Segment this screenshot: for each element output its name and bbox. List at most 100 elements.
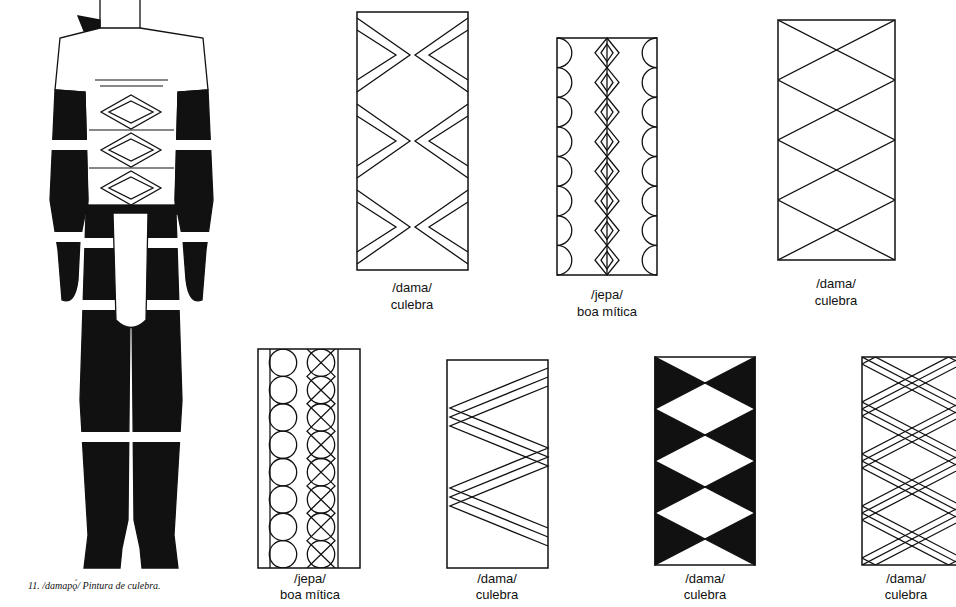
- pattern-label: /dama/: [886, 571, 926, 586]
- left-arm: [50, 90, 88, 301]
- chevron: [415, 190, 468, 264]
- chevron: [415, 18, 468, 92]
- arm-band: [46, 140, 90, 150]
- figure-caption: 11. /damapǫ́/ Pintura de culebra.: [28, 580, 161, 592]
- pattern-frame: [357, 12, 468, 270]
- chevron: [429, 202, 468, 252]
- chevron: [429, 30, 468, 80]
- semicircle: [642, 216, 657, 246]
- right-arm: [175, 90, 213, 301]
- black-triangle: [655, 513, 705, 565]
- black-triangle: [705, 409, 755, 461]
- pattern-label: boa mítica: [280, 587, 340, 602]
- semicircle: [557, 186, 572, 216]
- lattice-line: [862, 357, 956, 565]
- pattern-label: culebra: [476, 587, 519, 602]
- chevron: [415, 104, 468, 178]
- semicircle: [557, 216, 572, 246]
- lattice-line: [307, 349, 335, 568]
- vertical-line: [269, 349, 270, 568]
- semicircle: [557, 245, 572, 275]
- black-triangle: [655, 409, 705, 461]
- circle: [269, 541, 296, 568]
- pattern-label: culebra: [684, 587, 727, 602]
- pattern-label: /dama/: [816, 276, 856, 291]
- lattice-line: [862, 357, 956, 565]
- center-line: [606, 38, 607, 275]
- lattice-line: [862, 357, 956, 565]
- vertical-line: [337, 349, 338, 568]
- torso-diamond: [101, 133, 161, 167]
- pattern-frame: [258, 349, 360, 568]
- lattice-line: [307, 349, 335, 568]
- pattern-frame: [862, 357, 956, 565]
- lattice-line: [778, 20, 895, 260]
- loincloth: [113, 213, 148, 328]
- lattice-line: [778, 20, 895, 260]
- circle: [269, 513, 296, 540]
- black-triangle: [705, 513, 755, 565]
- arm-band: [46, 232, 90, 242]
- black-triangle: [705, 461, 755, 513]
- semicircle: [642, 245, 657, 275]
- lattice-line: [862, 357, 956, 565]
- lattice-line: [862, 357, 956, 565]
- lattice: [862, 357, 956, 565]
- boa-pattern: [269, 349, 338, 568]
- semicircle: [557, 38, 572, 68]
- leg-band: [80, 432, 183, 442]
- semicircle: [557, 127, 572, 157]
- semicircle: [642, 186, 657, 216]
- pattern-label: culebra: [815, 293, 858, 308]
- lattice-line: [862, 357, 956, 565]
- pattern-frame: [655, 357, 755, 565]
- semicircle: [642, 97, 657, 127]
- chevron: [357, 30, 396, 80]
- semicircle: [557, 97, 572, 127]
- circle: [269, 404, 296, 431]
- zigzag: [450, 386, 548, 546]
- pattern-frame: [557, 38, 657, 275]
- pattern-label: /jepa/: [294, 571, 326, 586]
- arm-band: [172, 140, 216, 150]
- black-triangle: [655, 461, 705, 513]
- lattice: [778, 20, 895, 260]
- painted-man: [46, 0, 216, 568]
- chevron: [357, 190, 410, 264]
- circle: [269, 376, 296, 403]
- chevron: [429, 116, 468, 166]
- circle: [269, 486, 296, 513]
- pattern-frame: [447, 360, 548, 568]
- circle: [269, 431, 296, 458]
- pattern-label: culebra: [885, 587, 928, 602]
- pattern-label: /dama/: [685, 571, 725, 586]
- pattern-panels: [258, 0, 956, 607]
- pattern-label: culebra: [391, 297, 434, 312]
- semicircle: [642, 127, 657, 157]
- chevron: [357, 116, 396, 166]
- zigzag: [450, 377, 548, 537]
- chevron: [357, 104, 410, 178]
- semicircle: [642, 157, 657, 187]
- circle: [269, 349, 296, 376]
- torso-diamond: [101, 95, 161, 129]
- semicircle: [642, 68, 657, 98]
- torso-lines: [89, 80, 174, 168]
- semicircle: [557, 157, 572, 187]
- black-triangle: [655, 357, 705, 409]
- pattern-label: boa mítica: [577, 304, 637, 319]
- pattern-label: /dama/: [477, 571, 517, 586]
- neck-outline: [100, 0, 140, 28]
- semicircle: [557, 68, 572, 98]
- pattern-frame: [778, 20, 895, 260]
- pattern-label: /dama/: [392, 280, 432, 295]
- black-triangle: [705, 357, 755, 409]
- semicircle: [642, 38, 657, 68]
- circle: [269, 459, 296, 486]
- pattern-label: /jepa/: [591, 287, 623, 302]
- chevron: [357, 202, 396, 252]
- torso-diamond: [101, 171, 161, 205]
- chevron: [357, 18, 410, 92]
